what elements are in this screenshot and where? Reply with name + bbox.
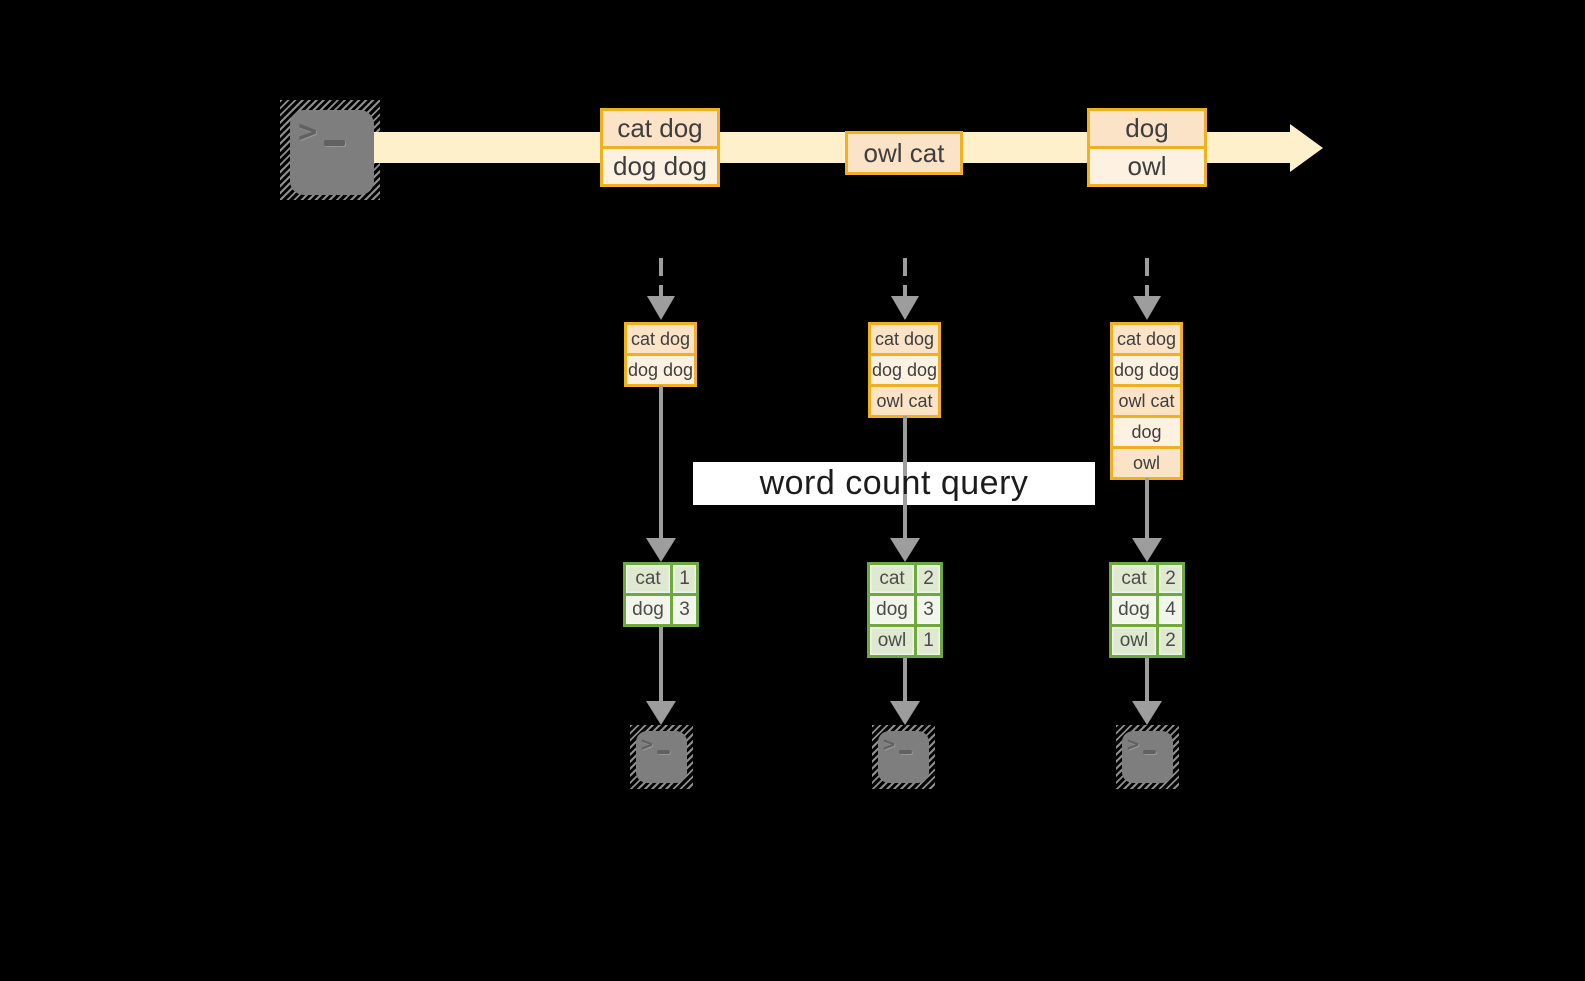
terminal-body: > [290, 110, 374, 195]
word-count-table-2: cat 2 dog 3 owl 1 [867, 562, 943, 658]
word-cell: owl [1112, 627, 1156, 655]
output-down-arrow-line [1145, 658, 1149, 701]
count-cell: 1 [673, 565, 696, 593]
terminal-body: > [636, 731, 687, 783]
output-down-arrow-line [903, 658, 907, 701]
query-down-arrowhead-icon [890, 538, 920, 562]
word-cell: owl [870, 627, 914, 655]
buffer-row: owl [1113, 449, 1180, 477]
prompt-underscore-icon [657, 750, 670, 754]
query-down-arrow-line [1145, 478, 1149, 540]
output-down-arrowhead-icon [890, 701, 920, 725]
stream-record-box-2: owl cat [845, 131, 963, 175]
record-cell: cat dog [603, 111, 717, 146]
dashed-down-arrow [647, 258, 675, 320]
record-cell: dog dog [603, 149, 717, 184]
query-label-background [693, 462, 1095, 505]
word-count-table-3: cat 2 dog 4 owl 2 [1109, 562, 1185, 658]
count-cell: 2 [917, 565, 940, 593]
count-cell: 3 [917, 596, 940, 624]
word-cell: cat [870, 565, 914, 593]
count-cell: 1 [917, 627, 940, 655]
word-cell: dog [626, 596, 670, 624]
prompt-chevron-icon: > [298, 112, 318, 150]
word-count-table-1: cat 1 dog 3 [623, 562, 699, 627]
output-down-arrow-line [659, 627, 663, 701]
output-down-arrowhead-icon [646, 701, 676, 725]
stream-arrowhead-icon [1290, 124, 1323, 172]
record-cell: dog [1090, 111, 1204, 146]
buffer-row: dog dog [1113, 356, 1180, 384]
prompt-chevron-icon: > [883, 732, 896, 756]
record-buffer-2: cat dog dog dog owl cat [868, 322, 941, 418]
buffer-row: cat dog [871, 325, 938, 353]
buffer-row: cat dog [627, 325, 694, 353]
prompt-underscore-icon [1143, 750, 1156, 754]
record-buffer-3: cat dog dog dog owl cat dog owl [1110, 322, 1183, 480]
dashed-down-arrow [891, 258, 919, 320]
query-down-arrow-line [903, 416, 907, 540]
count-cell: 3 [673, 596, 696, 624]
word-cell: cat [626, 565, 670, 593]
terminal-body: > [1122, 731, 1173, 783]
query-down-arrow-line [659, 385, 663, 540]
prompt-underscore-icon [899, 750, 912, 754]
word-cell: cat [1112, 565, 1156, 593]
record-cell: owl cat [848, 134, 960, 172]
count-cell: 4 [1159, 596, 1182, 624]
stream-record-box-1: cat dog dog dog [600, 108, 720, 187]
count-cell: 2 [1159, 565, 1182, 593]
word-cell: dog [870, 596, 914, 624]
record-buffer-1: cat dog dog dog [624, 322, 697, 387]
query-down-arrowhead-icon [1132, 538, 1162, 562]
prompt-chevron-icon: > [1127, 732, 1140, 756]
output-down-arrowhead-icon [1132, 701, 1162, 725]
terminal-body: > [878, 731, 929, 783]
buffer-row: dog dog [871, 356, 938, 384]
prompt-chevron-icon: > [641, 732, 654, 756]
word-cell: dog [1112, 596, 1156, 624]
buffer-row: owl cat [871, 387, 938, 415]
buffer-row: cat dog [1113, 325, 1180, 353]
stream-record-box-3: dog owl [1087, 108, 1207, 187]
count-cell: 2 [1159, 627, 1182, 655]
query-label: word count query [759, 464, 1029, 502]
buffer-row: dog [1113, 418, 1180, 446]
buffer-row: dog dog [627, 356, 694, 384]
dashed-down-arrow [1133, 258, 1161, 320]
buffer-row: owl cat [1113, 387, 1180, 415]
record-cell: owl [1090, 149, 1204, 184]
prompt-underscore-icon [324, 140, 345, 146]
query-down-arrowhead-icon [646, 538, 676, 562]
